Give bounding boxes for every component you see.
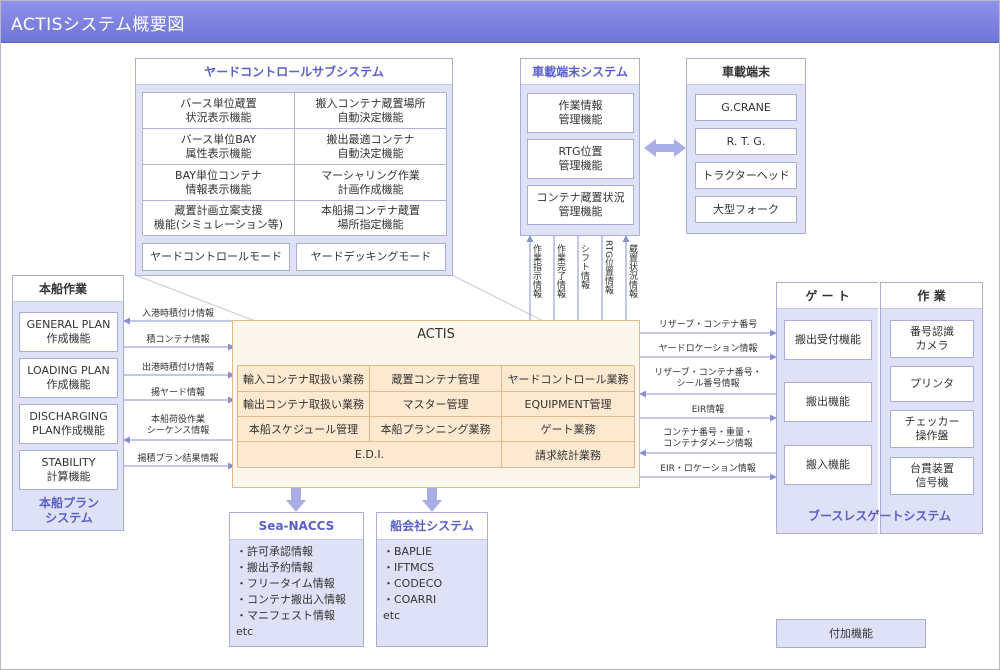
boothless-gate-system-label: ブースレスゲートシステム	[807, 509, 952, 523]
yard-func-right-1: 搬入コンテナ蔵置場所 自動決定機能	[295, 93, 447, 129]
carrier-item-4: ・COARRI	[383, 593, 437, 606]
naccs-item-6: etc	[236, 625, 254, 638]
veh-item-3: トラクターヘッド	[695, 162, 797, 189]
rlabel-2: ヤードロケーション情報	[658, 344, 758, 354]
gate-panel: ゲ ー ト 搬出受付機能 搬出機能 搬入機能	[776, 282, 878, 534]
actis-cell-2-3: EQUIPMENT管理	[502, 392, 635, 417]
vehicle-terminal-system-panel: 車載端末システム 作業情報 管理機能 RTG位置 管理機能 コンテナ蔵置状況 管…	[520, 58, 640, 236]
gate-title: ゲ ー ト	[777, 283, 878, 309]
actis-cell-1-2: 蔵置コンテナ管理	[370, 366, 502, 392]
actis-cell-1-3: ヤードコントロール業務	[502, 366, 635, 392]
carrier-system-panel: 船会社システム ・BAPLIE ・IFTMCS ・CODECO ・COARRI …	[376, 512, 488, 647]
yard-func-right-4: 本船揚コンテナ蔵置 場所指定機能	[295, 201, 447, 236]
vehsys-item-3: コンテナ蔵置状況 管理機能	[527, 185, 634, 225]
page-title: ACTISシステム概要図	[11, 15, 185, 35]
veh-item-4: 大型フォーク	[695, 196, 797, 223]
veh-item-2: R. T. G.	[695, 128, 797, 155]
yard-func-left-2: バース単位BAY 属性表示機能	[143, 129, 295, 165]
vlabel-5: 蔵置状況情報	[627, 244, 637, 298]
vehicle-terminal-system-title: 車載端末システム	[521, 59, 639, 85]
actis-cell-3-3: ゲート業務	[502, 417, 635, 442]
yard-decking-mode: ヤードデッキングモード	[296, 243, 446, 271]
sea-naccs-list: ・許可承認情報 ・搬出予約情報 ・フリータイム情報 ・コンテナ搬出入情報 ・マニ…	[236, 544, 346, 640]
carrier-item-5: etc	[383, 609, 401, 622]
vehsys-item-2: RTG位置 管理機能	[527, 139, 634, 179]
double-arrow-vehicle	[644, 139, 686, 157]
llabel-2: 積コンテナ情報	[146, 335, 210, 345]
vehicle-terminal-title: 車載端末	[687, 59, 805, 85]
ship-item-4: STABILITY 計算機能	[19, 450, 118, 490]
yard-func-left-3: BAY単位コンテナ 情報表示機能	[143, 165, 295, 201]
vlabel-2: 作業完了情報	[555, 244, 565, 298]
ship-item-1: GENERAL PLAN 作成機能	[19, 312, 118, 352]
rlabel-3: リザーブ・コンテナ番号・ シール番号情報	[654, 368, 762, 389]
actis-cell-3-1: 本船スケジュール管理	[238, 417, 370, 442]
rlabel-6: EIR・ロケーション情報	[660, 464, 756, 474]
actis-grid: 輸入コンテナ取扱い業務 蔵置コンテナ管理 ヤードコントロール業務 輸出コンテナ取…	[237, 365, 635, 468]
sea-naccs-panel: Sea-NACCS ・許可承認情報 ・搬出予約情報 ・フリータイム情報 ・コンテ…	[229, 512, 364, 647]
extra-function: 付加機能	[776, 619, 926, 648]
ship-item-3: DISCHARGING PLAN作成機能	[19, 404, 118, 444]
yard-control-panel: ヤードコントロールサブシステム バース単位蔵置 状況表示機能 バース単位BAY …	[135, 58, 453, 276]
ship-work-panel: 本船作業 GENERAL PLAN 作成機能 LOADING PLAN 作成機能…	[12, 275, 124, 531]
veh-item-1: G.CRANE	[695, 94, 797, 121]
vehicle-terminal-panel: 車載端末 G.CRANE R. T. G. トラクターヘッド 大型フォーク	[686, 58, 806, 234]
gate-item-2: 搬出機能	[784, 382, 872, 422]
carrier-item-1: ・BAPLIE	[383, 545, 433, 558]
yard-control-title: ヤードコントロールサブシステム	[136, 59, 452, 85]
ship-plan-system-label: 本船プラン システム	[38, 496, 99, 525]
vlabel-3: シフト情報	[579, 244, 589, 289]
work-title: 作 業	[881, 283, 982, 309]
sea-naccs-title: Sea-NACCS	[230, 513, 363, 540]
work-item-2: プリンタ	[890, 366, 974, 402]
title-bar: ACTISシステム概要図	[1, 1, 999, 43]
llabel-5: 本船荷役作業 シーケンス情報	[146, 415, 210, 436]
actis-billing: 請求統計業務	[502, 442, 635, 468]
ship-work-title: 本船作業	[13, 276, 123, 302]
gate-item-1: 搬出受付機能	[784, 320, 872, 360]
actis-cell-3-2: 本船プランニング業務	[370, 417, 502, 442]
yard-func-left-1: バース単位蔵置 状況表示機能	[143, 93, 295, 129]
yard-func-right-3: マーシャリング作業 計画作成機能	[295, 165, 447, 201]
work-item-1: 番号認識 カメラ	[890, 320, 974, 358]
vehsys-item-1: 作業情報 管理機能	[527, 93, 634, 133]
carrier-item-3: ・CODECO	[383, 577, 443, 590]
yard-func-right-2: 搬出最適コンテナ 自動決定機能	[295, 129, 447, 165]
llabel-3: 出港時積付け情報	[141, 363, 214, 373]
vlabel-4: RTG位置情報	[603, 240, 613, 295]
llabel-6: 揚積プラン結果情報	[137, 454, 219, 464]
carrier-item-2: ・IFTMCS	[383, 561, 435, 574]
llabel-4: 揚ヤード情報	[150, 388, 205, 398]
actis-title: ACTIS	[417, 327, 455, 342]
actis-cell-1-1: 輸入コンテナ取扱い業務	[238, 366, 370, 392]
naccs-item-4: ・コンテナ搬出入情報	[236, 593, 346, 606]
naccs-item-2: ・搬出予約情報	[236, 561, 313, 574]
rlabel-1: リザーブ・コンテナ番号	[658, 320, 758, 330]
rlabel-4: EIR情報	[691, 405, 725, 415]
llabel-1: 入港時積付け情報	[141, 309, 214, 319]
yard-control-mode: ヤードコントロールモード	[142, 243, 290, 271]
vlabel-1: 作業指示情報	[531, 244, 541, 298]
carrier-system-title: 船会社システム	[377, 513, 487, 540]
naccs-item-3: ・フリータイム情報	[236, 577, 335, 590]
gate-item-3: 搬入機能	[784, 445, 872, 485]
naccs-item-1: ・許可承認情報	[236, 545, 313, 558]
work-item-4: 台貫装置 信号機	[890, 457, 974, 495]
actis-edi: E.D.I.	[238, 442, 502, 468]
yard-function-grid: バース単位蔵置 状況表示機能 バース単位BAY 属性表示機能 BAY単位コンテナ…	[142, 92, 447, 236]
work-panel: 作 業 番号認識 カメラ プリンタ チェッカー 操作盤 台貫装置 信号機	[880, 282, 983, 534]
actis-cell-2-2: マスター管理	[370, 392, 502, 417]
rlabel-5: コンテナ番号・重量・ コンテナダメージ情報	[662, 428, 753, 449]
naccs-item-5: ・マニフェスト情報	[236, 609, 335, 622]
yard-func-left-4: 蔵置計画立案支援 機能(シミュレーション等)	[143, 201, 295, 236]
carrier-list: ・BAPLIE ・IFTMCS ・CODECO ・COARRI etc	[383, 544, 442, 624]
actis-panel: ACTIS 輸入コンテナ取扱い業務 蔵置コンテナ管理 ヤードコントロール業務 輸…	[232, 320, 640, 488]
ship-item-2: LOADING PLAN 作成機能	[19, 358, 118, 398]
work-item-3: チェッカー 操作盤	[890, 410, 974, 448]
actis-cell-2-1: 輸出コンテナ取扱い業務	[238, 392, 370, 417]
